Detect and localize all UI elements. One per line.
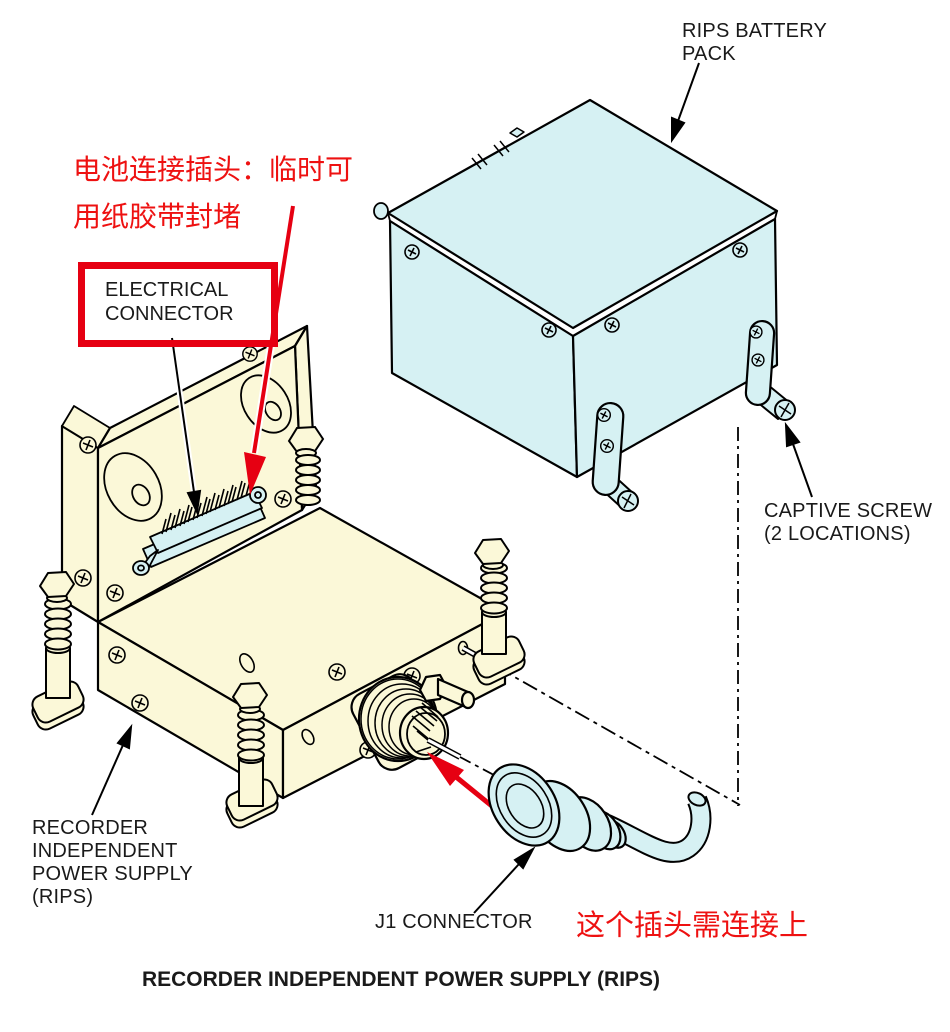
- captive-screw-label: CAPTIVE SCREW (2 LOCATIONS): [764, 500, 933, 545]
- leader-arrows: [91, 62, 813, 914]
- thumbscrew-rear: [287, 425, 325, 506]
- bracket-base-drawing: [96, 506, 507, 800]
- battery-pack-drawing: [373, 98, 796, 512]
- j1-receptacle-drawing: [350, 673, 450, 771]
- j1-plug-annotation: 这个插头需连接上: [576, 908, 809, 942]
- electrical-connector-drawing: [132, 476, 267, 576]
- j1-leader-arrow: [473, 846, 536, 914]
- battery-right-tab: [744, 319, 796, 421]
- rips-leader-arrow: [91, 723, 133, 816]
- battery-plug-annotation: 电池连接插头：临时可 用纸胶带封堵: [73, 153, 354, 233]
- j1-plug-drawing: [487, 763, 712, 863]
- thumbscrews-drawing: [31, 538, 526, 829]
- figure-caption: RECORDER INDEPENDENT POWER SUPPLY (RIPS): [141, 968, 661, 991]
- locator-stud-drawing: [418, 673, 476, 710]
- battery-leader-arrow: [671, 62, 700, 144]
- electrical-connector-label-box: ELECTRICAL CONNECTOR: [78, 262, 278, 347]
- battery-pack-label: RIPS BATTERY PACK: [682, 20, 828, 65]
- j1-connector-label: J1 CONNECTOR: [375, 911, 533, 933]
- battery-front-tab: [591, 401, 639, 512]
- electrical-connector-leader-arrow: [169, 337, 202, 516]
- captive-screw-leader-arrow: [784, 421, 813, 498]
- rips-unit-label: RECORDER INDEPENDENT POWER SUPPLY (RIPS): [32, 817, 193, 908]
